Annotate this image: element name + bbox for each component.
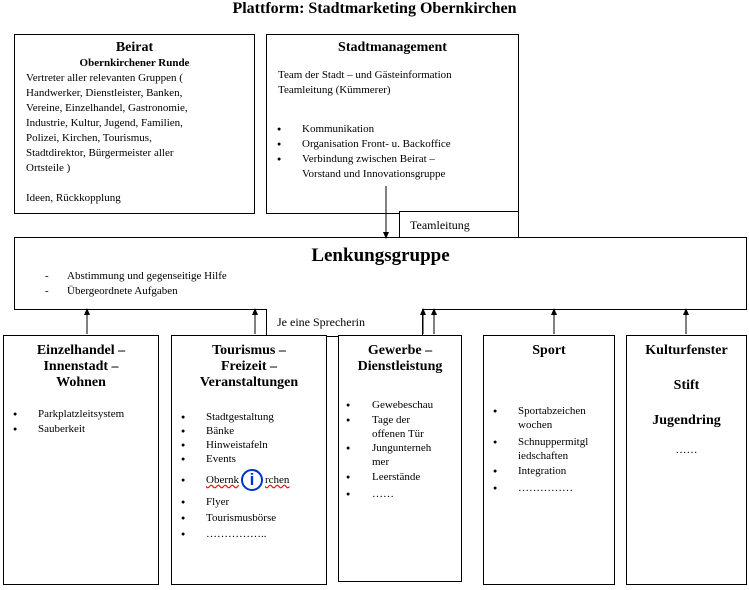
tourismus-title: Veranstaltungen <box>199 375 299 390</box>
beirat-line: Vereine, Einzelhandel, Gastronomie, <box>26 102 188 114</box>
teamleitung-label: Teamleitung <box>410 218 470 232</box>
tourismus-title: Tourismus – <box>212 343 286 358</box>
gewerbe-item-text: offenen Tür <box>372 428 424 440</box>
kultur-box: Kulturfenster Stift Jugendring …… <box>626 335 747 585</box>
beirat-footer: Ideen, Rückkopplung <box>26 192 121 204</box>
einzelhandel-item: Parkplatzleitsystem <box>9 407 158 422</box>
lenkungsgruppe-title: Lenkungsgruppe <box>311 245 450 266</box>
kultur-jugendring: Jugendring <box>652 413 721 428</box>
tourismus-item: Hinweistafeln <box>177 438 326 452</box>
stadtmanagement-line: Teamleitung (Kümmerer) <box>278 84 391 96</box>
gewerbe-item: Tage der <box>342 413 461 427</box>
kultur-title: Kulturfenster <box>645 343 728 358</box>
stadtmanagement-line: Team der Stadt – und Gästeinformation <box>278 69 452 81</box>
beirat-line: Handwerker, Dienstleister, Banken, <box>26 87 183 99</box>
tourismus-title: Freizeit – <box>220 359 278 374</box>
beirat-line: Vertreter aller relevanten Gruppen ( <box>26 72 183 84</box>
einzelhandel-title: Einzelhandel – <box>36 343 126 358</box>
gewerbe-item-continued: mer <box>342 455 461 469</box>
rchen-text: rchen <box>265 474 290 486</box>
beirat-box: Beirat Obernkirchener Runde Vertreter al… <box>14 34 255 214</box>
gewerbe-box: Gewerbe – Dienstleistung Gewebeschau Tag… <box>338 335 462 582</box>
sport-item-text: wochen <box>518 419 553 431</box>
stadtmanagement-title: Stadtmanagement <box>338 40 447 55</box>
beirat-line: Polizei, Kirchen, Tourismus, <box>26 132 152 144</box>
gewerbe-item: …… <box>342 486 461 503</box>
gewerbe-item: Leerstände <box>342 469 461 486</box>
einzelhandel-item: Sauberkeit <box>9 422 158 437</box>
sport-item: Sportabzeichen <box>489 404 614 418</box>
stadtmanagement-box: Stadtmanagement Team der Stadt – und Gäs… <box>266 34 519 214</box>
gewerbe-title: Dienstleistung <box>357 359 443 374</box>
tourismus-box: Tourismus – Freizeit – Veranstaltungen S… <box>171 335 327 585</box>
stadtmanagement-item-continued: Vorstand und Innovationsgruppe <box>273 167 518 182</box>
lenkungsgruppe-box: Lenkungsgruppe Abstimmung und gegenseiti… <box>14 237 747 310</box>
beirat-line: Stadtdirektor, Bürgermeister aller <box>26 147 174 159</box>
tourismus-item: …………….. <box>177 526 326 542</box>
stadtmanagement-item-text: Vorstand und Innovationsgruppe <box>302 168 446 180</box>
info-icon: i <box>241 469 263 492</box>
einzelhandel-box: Einzelhandel – Innenstadt – Wohnen Parkp… <box>3 335 159 585</box>
sport-box: Sport Sportabzeichen wochen Schnuppermit… <box>483 335 615 585</box>
sport-item: …………… <box>489 480 614 497</box>
sport-item: Integration <box>489 463 614 480</box>
teamleitung-box: Teamleitung <box>399 211 519 239</box>
sport-title: Sport <box>532 343 566 358</box>
beirat-subtitle: Obernkirchener Runde <box>79 57 190 69</box>
kultur-stift: Stift <box>673 378 700 393</box>
sport-item: Schnuppermitgl <box>489 435 614 449</box>
tourismus-item: Bänke <box>177 424 326 438</box>
obernk-text: Obernk <box>206 474 239 486</box>
beirat-title: Beirat <box>115 40 154 55</box>
tourismus-item: Events <box>177 452 326 466</box>
gewerbe-item-continued: offenen Tür <box>342 427 461 441</box>
lenkungsgruppe-item: Abstimmung und gegenseitige Hilfe <box>43 269 746 284</box>
einzelhandel-title: Wohnen <box>56 375 106 390</box>
gewerbe-item: Gewebeschau <box>342 398 461 413</box>
gewerbe-title: Gewerbe – <box>367 343 433 358</box>
beirat-line: Industrie, Kultur, Jugend, Familien, <box>26 117 183 129</box>
sport-item-text: iedschaften <box>518 450 569 462</box>
tourismus-item-obernkirchen: Obernkirchen <box>177 466 326 494</box>
tourismus-item: Tourismusbörse <box>177 510 326 526</box>
gewerbe-item: Jungunterneh <box>342 441 461 455</box>
lenkungsgruppe-item: Übergeordnete Aufgaben <box>43 284 746 299</box>
stadtmanagement-item: Verbindung zwischen Beirat – <box>273 152 518 167</box>
einzelhandel-title: Innenstadt – <box>43 359 119 374</box>
stadtmanagement-item: Organisation Front- u. Backoffice <box>273 137 518 152</box>
kultur-dots: …… <box>675 444 698 456</box>
sprecherin-box: Je eine Sprecherin <box>266 309 423 337</box>
sport-item-continued: iedschaften <box>489 449 614 463</box>
beirat-line: Ortsteile ) <box>26 162 71 174</box>
tourismus-item: Stadtgestaltung <box>177 410 326 424</box>
sport-item-continued: wochen <box>489 418 614 432</box>
page-title: Plattform: Stadtmarketing Obernkirchen <box>232 0 517 17</box>
tourismus-item: Flyer <box>177 494 326 510</box>
sprecherin-label: Je eine Sprecherin <box>277 315 365 329</box>
gewerbe-item-text: mer <box>372 456 390 468</box>
stadtmanagement-item: Kommunikation <box>273 122 518 137</box>
